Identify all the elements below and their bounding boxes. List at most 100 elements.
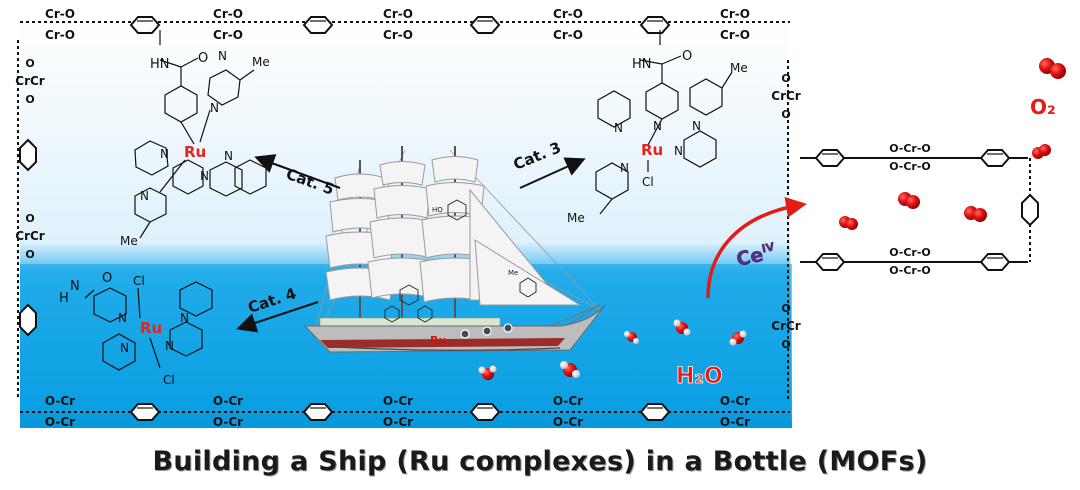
top-node-lower-3: Cr-O (553, 28, 583, 42)
cat3-n4: N (674, 144, 683, 158)
cat4-cl-bottom: Cl (163, 373, 175, 387)
cat5-n2: N (210, 101, 219, 115)
top-node-lower-0: Cr-O (45, 28, 75, 42)
ship-ru-label: Ru (430, 334, 446, 347)
sail-ho-label: HO (432, 206, 443, 214)
left-crcr-0: CrCr (15, 74, 45, 88)
cat3-arrow (519, 157, 586, 189)
cat5-n5: N (200, 169, 209, 183)
cat3-n2: N (653, 119, 662, 133)
top-linker-3 (639, 16, 671, 34)
o2-label: O₂ (1030, 95, 1056, 119)
figure-caption: Building a Ship (Ru complexes) in a Bott… (152, 446, 928, 477)
bay-linker-right-0 (979, 149, 1011, 167)
right-o-1: O (781, 302, 790, 315)
left-o-1: O (25, 212, 34, 225)
bottom-node-upper-1: O-Cr (213, 394, 243, 408)
left-o2-0: O (25, 93, 34, 106)
bottom-node-lower-0: O-Cr (45, 415, 75, 429)
bottom-linker-3 (639, 403, 671, 421)
oxygen-molecules (839, 58, 1066, 230)
cat4-n3: N (120, 341, 129, 355)
cat5-n3: N (160, 147, 169, 161)
bottom-node-upper-3: O-Cr (553, 394, 583, 408)
cat5-hn: HN (150, 57, 170, 72)
ru-complex-cat3-labels: HN O Me N N N Ru N N Cl Me (567, 49, 748, 225)
bottom-node-lower-1: O-Cr (213, 415, 243, 429)
bottom-node-lower-3: O-Cr (553, 415, 583, 429)
water-molecules (478, 319, 747, 380)
top-linker-2 (469, 16, 501, 34)
ru-complex-cat5-labels: HN O N Me N Ru N N N N Me (120, 49, 270, 248)
cat4-h: H (59, 291, 69, 306)
cat3-hn: HN (632, 57, 652, 72)
left-crcr-1: CrCr (15, 229, 45, 243)
top-node-upper-1: Cr-O (213, 7, 243, 21)
cat3-ru: Ru (641, 141, 663, 159)
bay-linker-left-1 (814, 253, 846, 271)
bottom-node-lower-2: O-Cr (383, 415, 413, 429)
cat4-n4: N (165, 339, 174, 353)
right-crcr-1: CrCr (771, 319, 801, 333)
h2o-label: H₂O (676, 364, 723, 389)
bottom-linker-1 (302, 403, 334, 421)
cat5-arrow (254, 154, 341, 189)
right-o-0: O (781, 72, 790, 85)
top-node-lower-2: Cr-O (383, 28, 413, 42)
bottom-node-upper-4: O-Cr (720, 394, 750, 408)
top-node-upper-4: Cr-O (720, 7, 750, 21)
bay-node-lower-1: O-Cr-O (889, 264, 931, 277)
cat5-n6: N (140, 189, 149, 203)
cat5-ru: Ru (184, 143, 206, 161)
cat4-n-amide: N (70, 279, 80, 294)
left-o-0: O (25, 57, 34, 70)
cat3-o: O (682, 49, 692, 64)
cat4-o: O (102, 271, 112, 286)
ru-complex-cat5 (134, 30, 267, 239)
bay-linker-right-1 (979, 253, 1011, 271)
top-node-lower-1: Cr-O (213, 28, 243, 42)
right-o2-0: O (781, 108, 790, 121)
cat4-n2: N (180, 311, 189, 325)
cat5-n4: N (224, 149, 233, 163)
cat5-n1: N (218, 49, 227, 63)
left-linker-0 (19, 138, 37, 172)
left-o2-1: O (25, 248, 34, 261)
ru-complex-cat4 (84, 281, 213, 371)
cat5-me-top: Me (252, 55, 270, 69)
bay-linker-vertical (1021, 193, 1039, 227)
bottom-node-lower-4: O-Cr (720, 415, 750, 429)
cat4-ru: Ru (140, 319, 162, 337)
sailing-ship: Ru HO Me (303, 146, 606, 353)
cat4-arrow (236, 301, 319, 333)
bottom-linker-0 (129, 403, 161, 421)
top-node-lower-4: Cr-O (720, 28, 750, 42)
bay-node-upper-0: O-Cr-O (889, 142, 931, 155)
top-node-upper-2: Cr-O (383, 7, 413, 21)
cat4-cl-top: Cl (133, 274, 145, 288)
mof-ship-diagram: Cr-OCr-OCr-OCr-OCr-OCr-OCr-OCr-OCr-OCr-O… (15, 7, 1066, 429)
bay-node-lower-0: O-Cr-O (889, 160, 931, 173)
top-node-upper-3: Cr-O (553, 7, 583, 21)
oxidation-arrow (706, 196, 807, 299)
cat3-me-top: Me (730, 61, 748, 75)
bottom-linker-2 (469, 403, 501, 421)
bay-node-upper-1: O-Cr-O (889, 246, 931, 259)
cat3-n5: N (620, 161, 629, 175)
right-o2-1: O (781, 338, 790, 351)
sail-me-label: Me (508, 269, 518, 277)
top-linker-0 (129, 16, 161, 34)
bottom-node-upper-2: O-Cr (383, 394, 413, 408)
bay-linker-left-0 (814, 149, 846, 167)
cat5-o: O (198, 51, 208, 66)
cat3-n1: N (614, 121, 623, 135)
bottom-node-upper-0: O-Cr (45, 394, 75, 408)
cat5-me-bottom: Me (120, 234, 138, 248)
top-linker-1 (302, 16, 334, 34)
cat3-cl: Cl (642, 175, 654, 189)
right-crcr-0: CrCr (771, 89, 801, 103)
ru-complex-cat3 (595, 30, 733, 215)
cat4-n1: N (118, 311, 127, 325)
cat3-n3: N (692, 119, 701, 133)
